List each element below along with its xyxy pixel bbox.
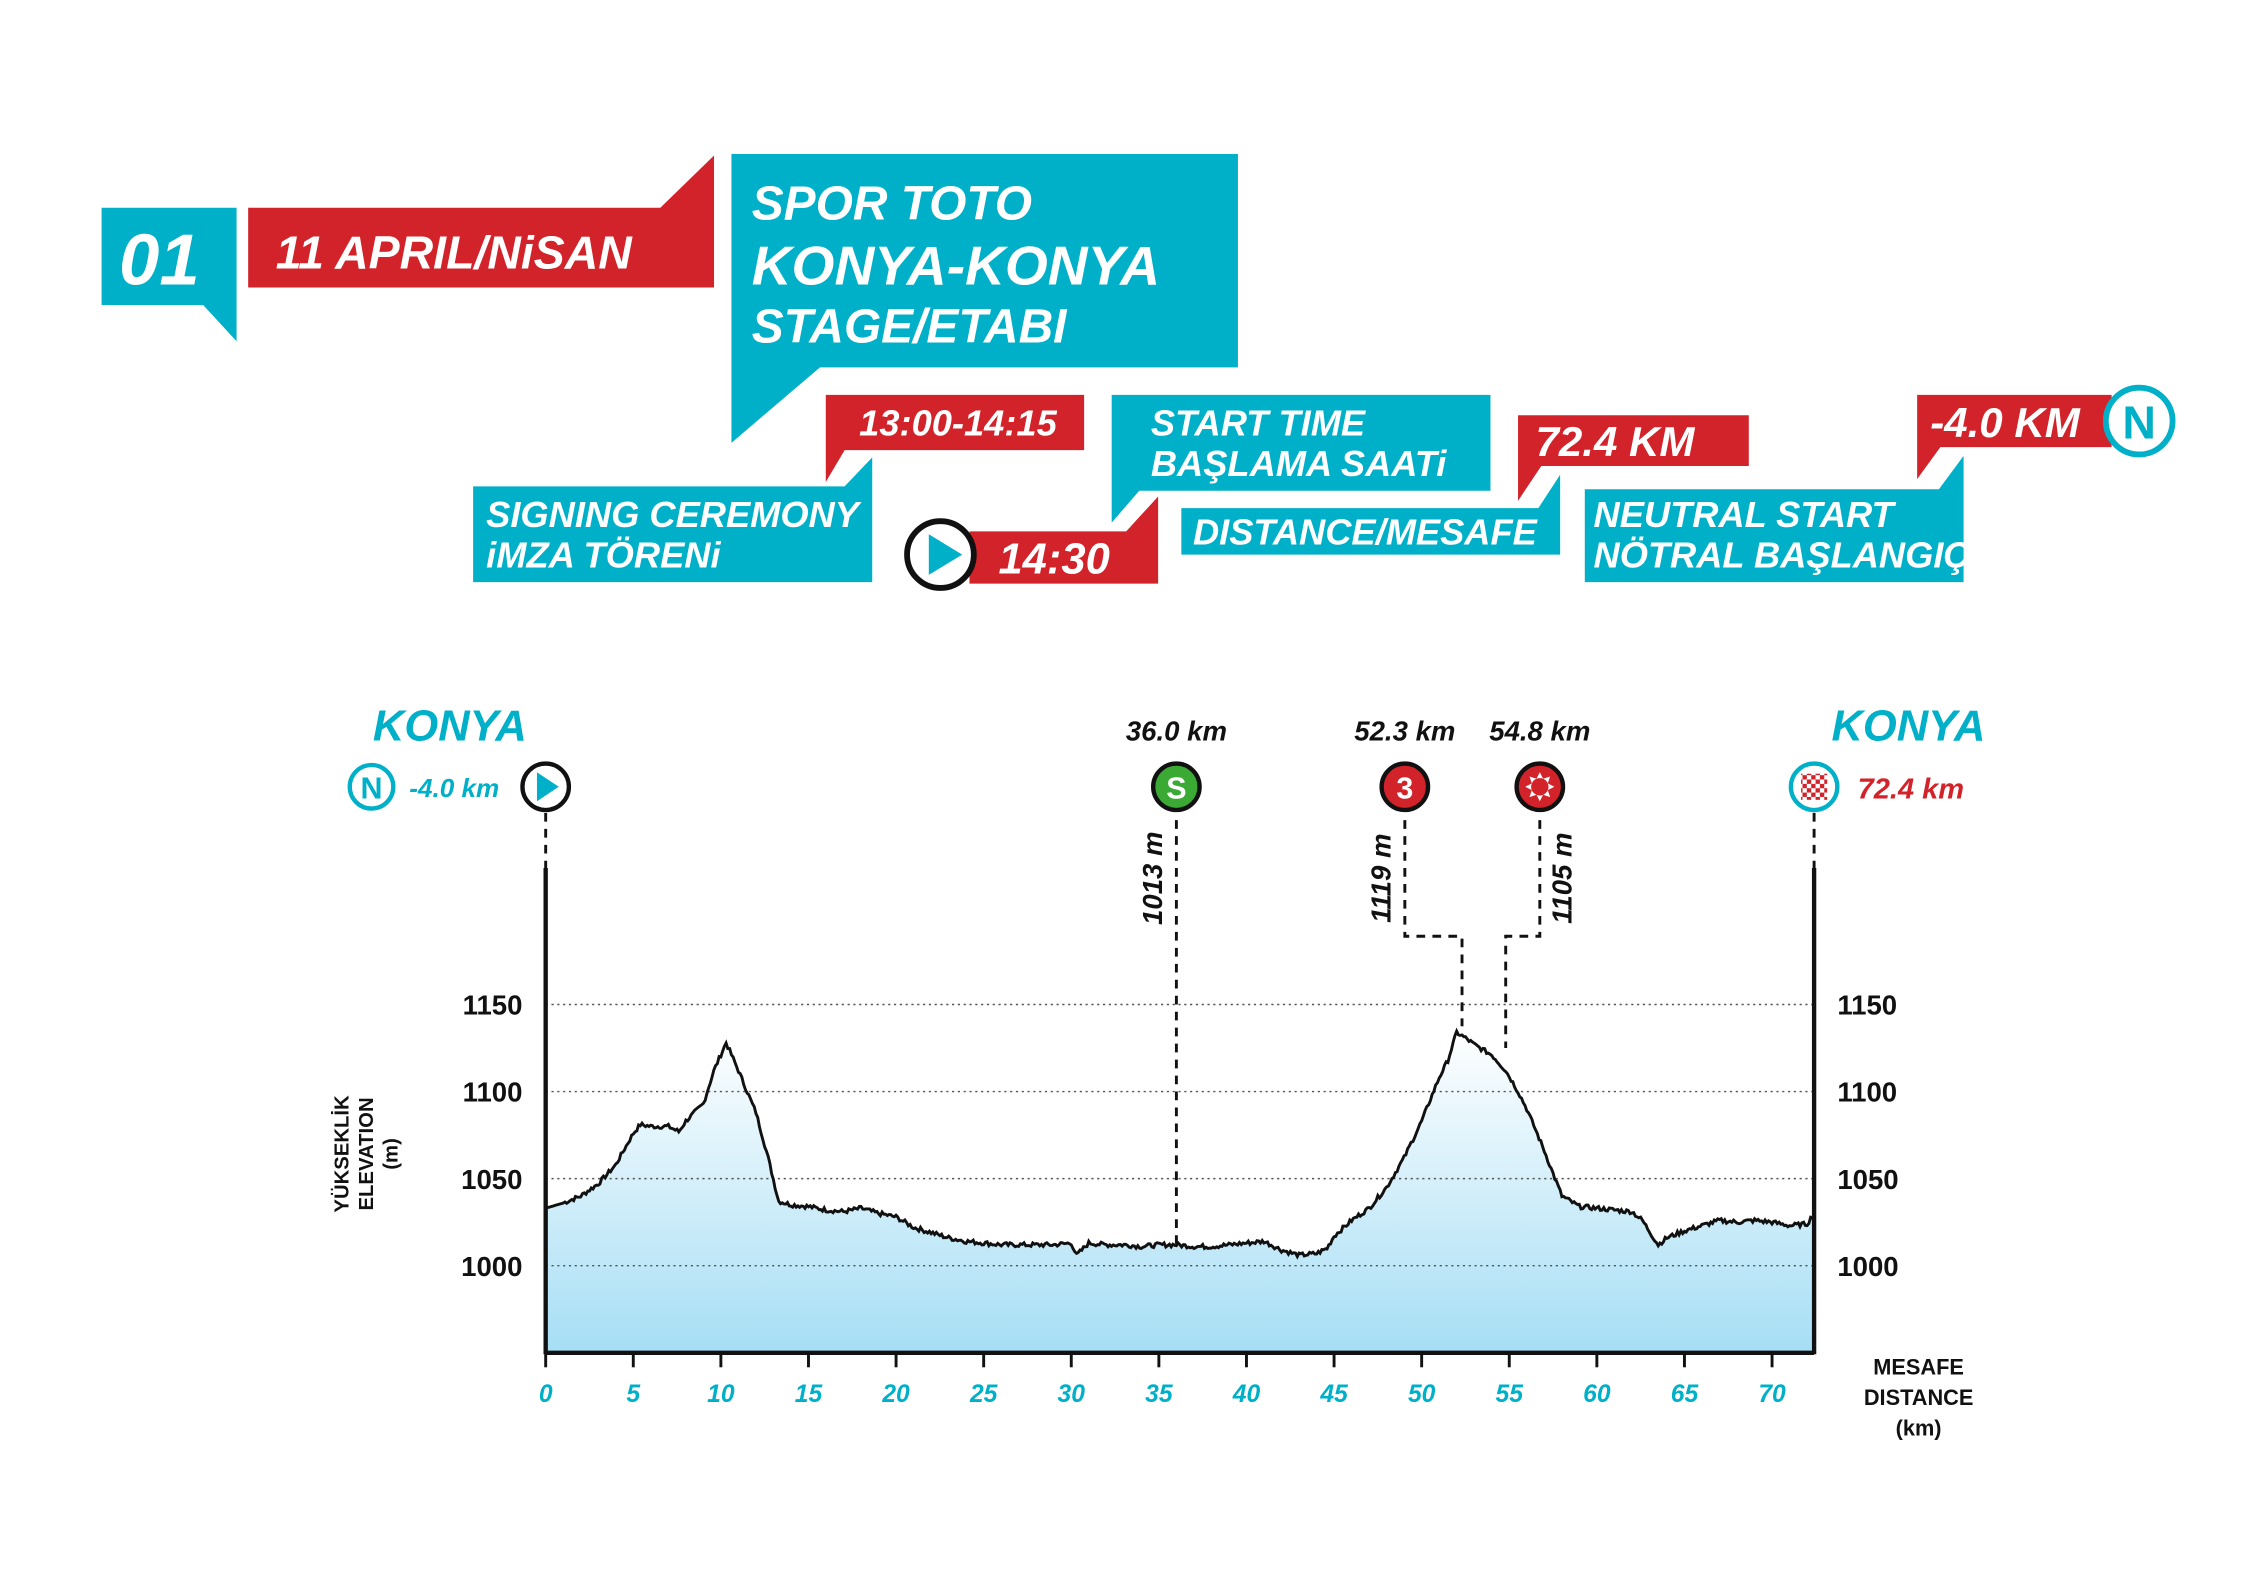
marker-km-label: 36.0 km: [1126, 715, 1227, 746]
marker-symbol: S: [1166, 771, 1186, 805]
start-time: 14:30: [998, 535, 1109, 583]
x-tick-label: 15: [795, 1381, 823, 1408]
x-tick-label: 40: [1232, 1381, 1261, 1408]
y-axis-label: YÜKSEKLİK ELEVATION (m): [330, 1095, 402, 1213]
marker-dashed-line: [1504, 820, 1542, 1049]
start-icon: [520, 761, 572, 813]
climb-icon: 3: [1379, 761, 1431, 813]
neutral-value-banner: -4.0 KM: [1917, 394, 2112, 480]
marker-dashed-line: [1403, 820, 1464, 1027]
distance-value: 72.4 KM: [1535, 418, 1695, 465]
marker-symbol: 3: [1396, 771, 1413, 805]
signing-label-en: SIGNING CEREMONY: [486, 494, 862, 535]
x-tick-label: 25: [969, 1381, 998, 1408]
marker-km-label: 54.8 km: [1489, 715, 1590, 746]
start-time-banner: 14:30: [969, 496, 1159, 584]
neutral-start-icon: N: [2102, 384, 2176, 458]
marker-elevation-label: 1105 m: [1547, 832, 1578, 923]
svg-text:N: N: [361, 771, 383, 805]
y-tick-label-right: 1150: [1837, 990, 1897, 1021]
start-city: KONYA: [373, 702, 527, 750]
stage-number: 01: [119, 220, 200, 301]
title-banner: SPOR TOTO KONYA-KONYA STAGE/ETABI: [731, 154, 1238, 443]
finish-km: 72.4 km: [1858, 773, 1964, 805]
svg-text:(m): (m): [381, 1138, 403, 1170]
y-tick-label-left: 1050: [461, 1164, 522, 1195]
stage-date: 11 APRIL/NiSAN: [276, 227, 634, 279]
elevation-area: [545, 1031, 1815, 1353]
bonus-icon: [1514, 761, 1566, 813]
svg-text:MESAFE: MESAFE: [1873, 1355, 1964, 1380]
y-tick-label-right: 1000: [1837, 1251, 1898, 1282]
elevation-line: [545, 1027, 1816, 1260]
neutral-start-small-icon: N: [347, 762, 396, 811]
sprint-icon: S: [1150, 761, 1202, 813]
x-tick-label: 65: [1671, 1381, 1699, 1408]
svg-text:N: N: [2122, 396, 2156, 448]
start-time-label-banner: START TIME BAŞLAMA SAATi: [1111, 394, 1491, 523]
finish-city: KONYA: [1831, 702, 1985, 750]
marker-circle: [1379, 761, 1431, 813]
x-tick-label: 60: [1583, 1381, 1611, 1408]
x-tick-label: 0: [539, 1381, 553, 1408]
x-axis-label: MESAFE DISTANCE (km): [1864, 1355, 1974, 1441]
x-tick-label: 35: [1145, 1381, 1173, 1408]
marker-elevation-label: 1119 m: [1365, 834, 1396, 923]
stage-route: KONYA-KONYA: [752, 235, 1160, 297]
y-tick-label-right: 1100: [1837, 1077, 1897, 1108]
date-banner: 11 APRIL/NiSAN: [248, 155, 715, 288]
star-core: [1531, 778, 1549, 796]
play-icon: [904, 518, 977, 591]
marker-km-label: 52.3 km: [1354, 715, 1455, 746]
signing-label-tr: iMZA TÖRENi: [486, 535, 721, 576]
title-sponsor: SPOR TOTO: [752, 177, 1032, 230]
x-tick-label: 50: [1408, 1381, 1436, 1408]
signing-time-banner: 13:00-14:15: [825, 394, 1085, 483]
neutral-label-tr: NÖTRAL BAŞLANGIÇ: [1594, 535, 1971, 576]
y-tick-label-left: 1150: [463, 990, 523, 1021]
finish-flag-icon: [1788, 761, 1840, 813]
y-tick-label-left: 1100: [463, 1077, 523, 1108]
svg-text:YÜKSEKLİK: YÜKSEKLİK: [330, 1095, 353, 1213]
signing-time: 13:00-14:15: [859, 403, 1057, 444]
marker-elevation-label: 1013 m: [1137, 831, 1168, 924]
x-tick-label: 55: [1496, 1381, 1524, 1408]
y-tick-label-left: 1000: [461, 1251, 522, 1282]
svg-text:DISTANCE: DISTANCE: [1864, 1385, 1974, 1410]
x-tick-label: 10: [707, 1381, 735, 1408]
neutral-start-km: -4.0 km: [409, 773, 499, 803]
signing-ceremony-banner: SIGNING CEREMONY iMZA TÖRENi: [473, 457, 873, 583]
title-stage: STAGE/ETABI: [752, 301, 1068, 354]
x-tick-label: 30: [1058, 1381, 1086, 1408]
neutral-value: -4.0 KM: [1930, 399, 2081, 446]
x-tick-label: 45: [1319, 1381, 1348, 1408]
x-tick-label: 20: [881, 1381, 910, 1408]
x-tick-label: 5: [626, 1381, 640, 1408]
x-tick-label: 70: [1758, 1381, 1786, 1408]
distance-value-banner: 72.4 KM: [1518, 415, 1749, 501]
distance-label: DISTANCE/MESAFE: [1193, 511, 1539, 552]
elevation-chart: 1000 1000 1050 1050 1100 1100 1150 1150 0 5 10 15 2…: [330, 702, 1985, 1440]
svg-text:ELEVATION: ELEVATION: [356, 1097, 378, 1210]
svg-text:(km): (km): [1896, 1415, 1942, 1440]
start-time-label-en: START TIME: [1151, 403, 1367, 444]
stage-number-badge: 01: [101, 207, 237, 342]
distance-label-banner: DISTANCE/MESAFE: [1181, 474, 1561, 555]
start-time-label-tr: BAŞLAMA SAATi: [1151, 443, 1447, 484]
neutral-start-banner: NEUTRAL START NÖTRAL BAŞLANGIÇ: [1584, 455, 1971, 583]
marker-circle: [1150, 761, 1202, 813]
neutral-label-en: NEUTRAL START: [1594, 494, 1897, 535]
y-tick-label-right: 1050: [1837, 1164, 1898, 1195]
